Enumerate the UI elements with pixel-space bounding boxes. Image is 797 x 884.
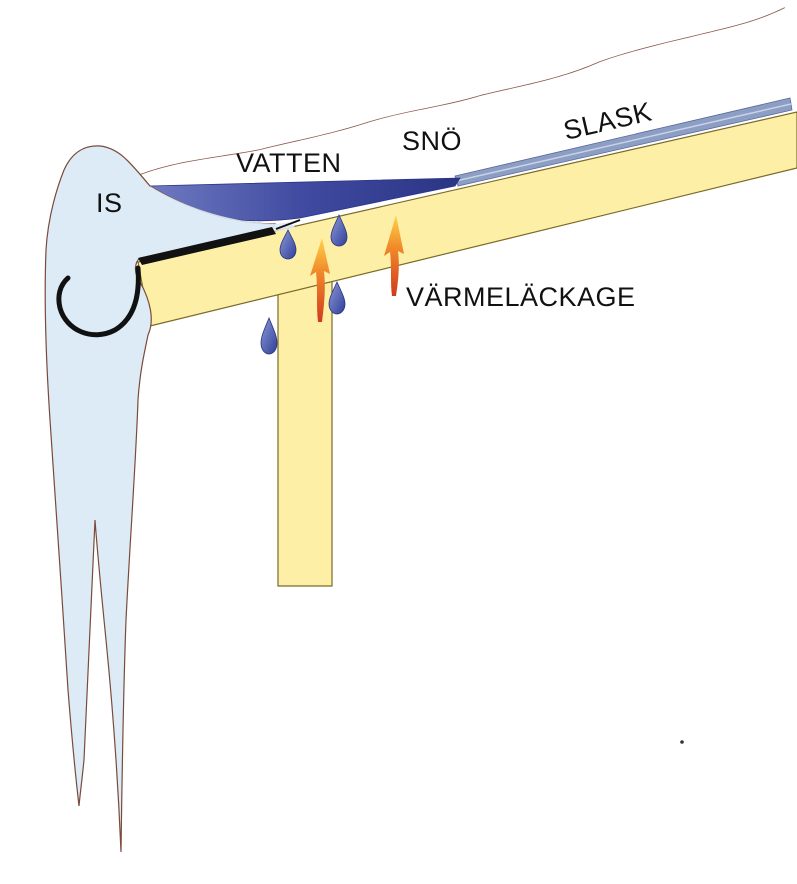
wall-post — [277, 255, 333, 587]
water-drop — [330, 214, 348, 247]
heat-arrow — [384, 215, 404, 296]
water-drops — [260, 214, 348, 355]
label-vatten: VATTEN — [236, 148, 342, 178]
label-is: IS — [96, 188, 123, 218]
ice-dam — [44, 145, 276, 853]
gutter — [56, 265, 141, 338]
label-sno: SNÖ — [402, 126, 462, 156]
water-drop — [279, 229, 297, 260]
heat-arrows — [310, 215, 404, 322]
drip-edge — [138, 227, 276, 265]
water-drop — [328, 281, 346, 315]
label-varmelackage: VÄRMELÄCKAGE — [406, 282, 636, 312]
heat-arrow — [310, 238, 330, 322]
water-drop — [260, 316, 278, 355]
snow-fill — [140, 8, 797, 225]
stray-dot — [680, 740, 684, 744]
